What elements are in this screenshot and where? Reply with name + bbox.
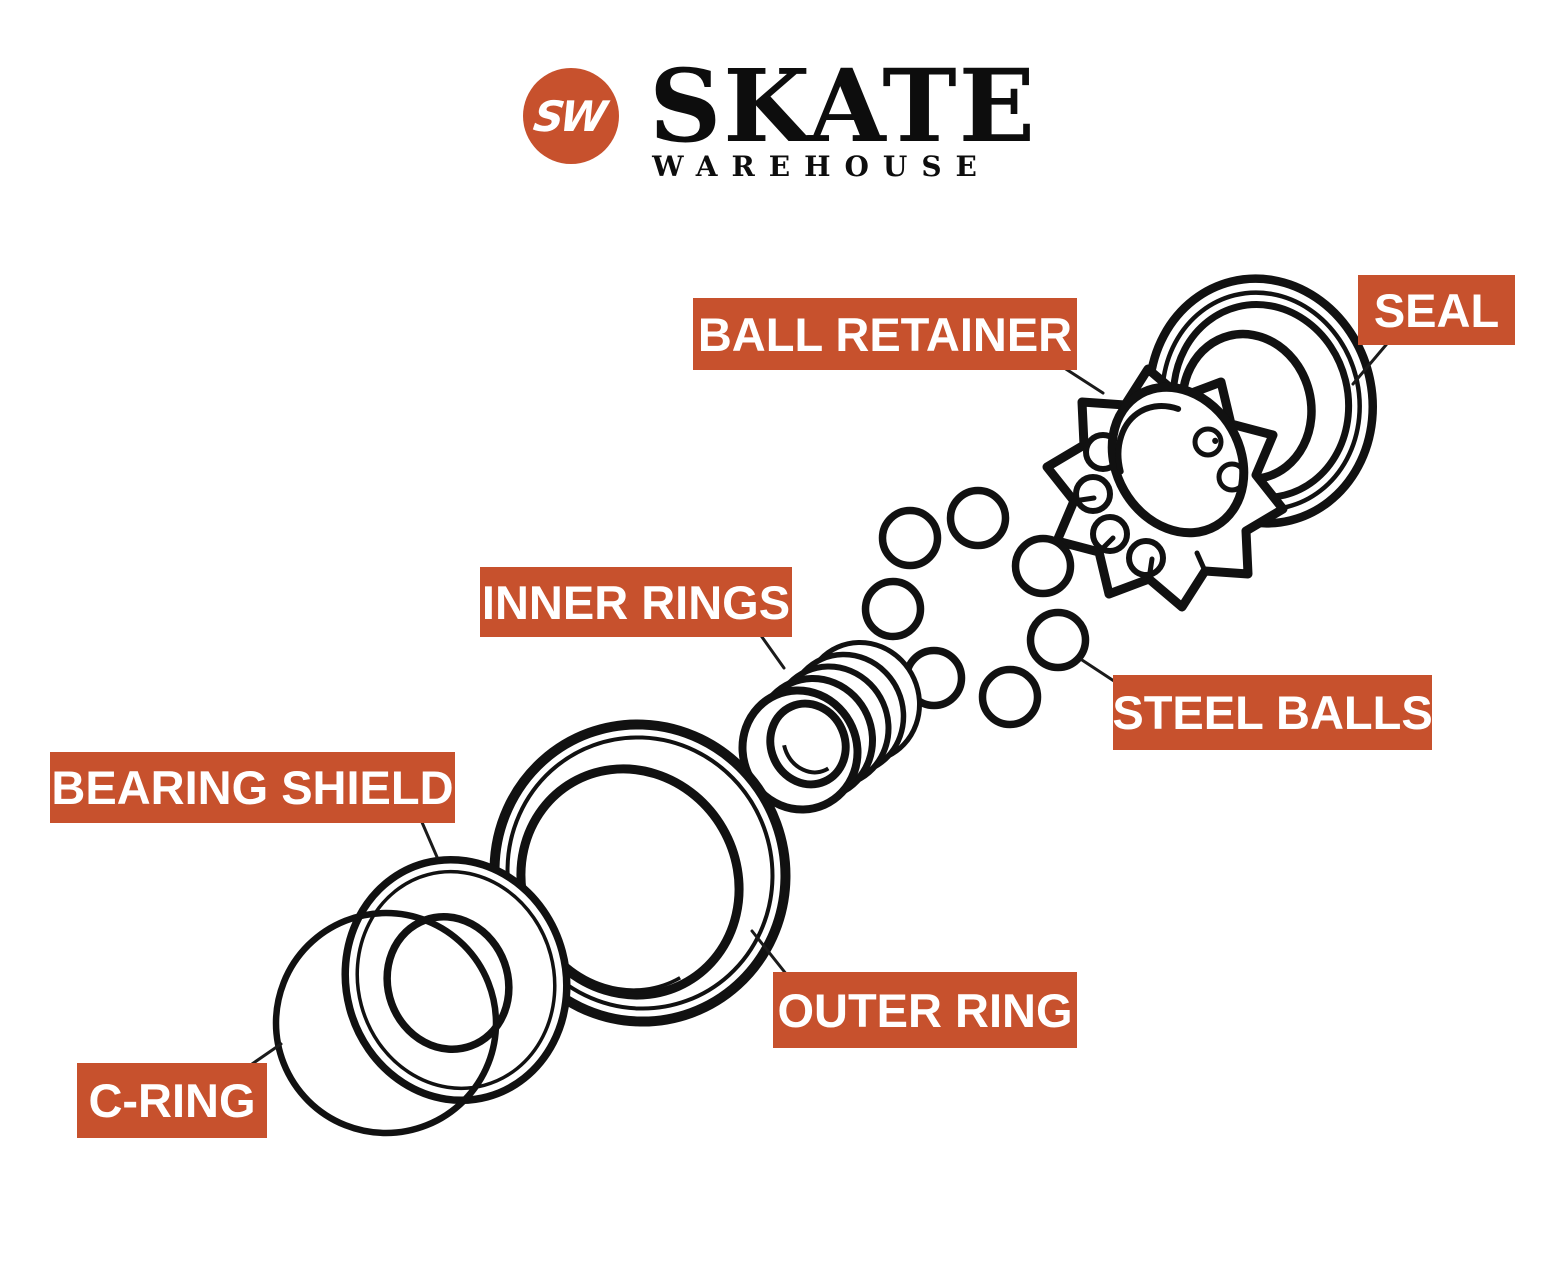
skate-warehouse-logo: SW SKATE WAREHOUSE bbox=[0, 47, 1560, 183]
label-bearing-shield: BEARING SHIELD bbox=[50, 752, 455, 823]
steel-ball bbox=[1011, 534, 1075, 598]
sw-monogram: SW bbox=[530, 91, 606, 141]
leader-c-ring bbox=[250, 1042, 283, 1066]
c-ring-part bbox=[272, 909, 500, 1137]
sw-logo-mark-icon: SW bbox=[523, 68, 620, 164]
leader-bearing-shield bbox=[419, 818, 439, 859]
steel-ball bbox=[978, 665, 1042, 729]
inner-ring-bore-arc bbox=[781, 707, 843, 775]
label-steel-balls: STEEL BALLS bbox=[1112, 675, 1433, 750]
steel-ball bbox=[1026, 608, 1090, 672]
ball-retainer-part bbox=[1042, 364, 1288, 612]
label-c-ring: C-RING bbox=[77, 1063, 267, 1138]
logo-title: SKATE bbox=[649, 47, 1037, 165]
logo-text: SKATE WAREHOUSE bbox=[649, 47, 1037, 183]
retainer-opening bbox=[1107, 382, 1249, 538]
steel-balls-part bbox=[861, 486, 1090, 729]
label-ball-retainer: BALL RETAINER bbox=[693, 298, 1077, 370]
label-outer-ring: OUTER RING bbox=[773, 972, 1077, 1048]
outer-ring-part bbox=[489, 719, 791, 1027]
label-seal: SEAL bbox=[1358, 275, 1515, 345]
steel-ball bbox=[861, 577, 925, 641]
shield-rim-line bbox=[355, 869, 557, 1091]
retainer-opening-lip-arc bbox=[1115, 402, 1229, 530]
inner-ring-bore bbox=[766, 699, 850, 789]
leader-steel-balls bbox=[1080, 658, 1119, 685]
c-ring-wire bbox=[272, 909, 500, 1137]
leader-seal bbox=[1351, 337, 1393, 386]
leader-outer-ring bbox=[750, 929, 789, 977]
inner-rings-part bbox=[738, 639, 923, 814]
steel-ball bbox=[946, 486, 1010, 550]
logo-subtitle: WAREHOUSE bbox=[652, 150, 991, 183]
label-inner-rings: INNER RINGS bbox=[480, 567, 792, 637]
steel-ball bbox=[878, 506, 942, 570]
retainer-far-pockets bbox=[1192, 426, 1248, 493]
